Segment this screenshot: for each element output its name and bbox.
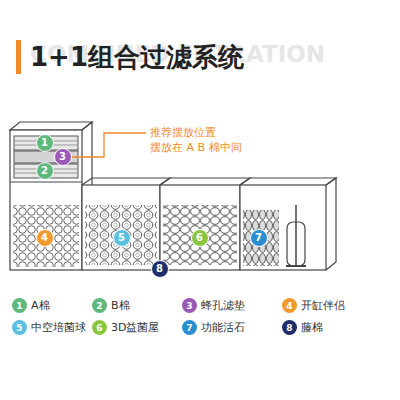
title: 1+1组合过滤系统 <box>30 40 244 75</box>
legend-item: 8 藤棉 <box>282 320 323 335</box>
callout-number: 8 <box>151 260 169 278</box>
legend-text: B棉 <box>111 298 130 313</box>
legend-swatch: 7 <box>182 320 197 335</box>
legend-number: 4 <box>286 301 292 311</box>
callout-number: 4 <box>36 229 54 247</box>
legend-number: 3 <box>186 301 192 311</box>
number-text: 5 <box>118 232 125 243</box>
legend-text: 功能活石 <box>201 320 245 335</box>
legend-text: 3D益菌屋 <box>111 320 159 335</box>
legend-number: 5 <box>16 323 22 333</box>
legend-swatch: 5 <box>12 320 27 335</box>
legend-item: 6 3D益菌屋 <box>92 320 159 335</box>
legend-item: 7 功能活石 <box>182 320 245 335</box>
number-text: 6 <box>196 232 203 243</box>
callout-number: 3 <box>54 148 72 166</box>
callout-number: 6 <box>191 229 209 247</box>
callout-text: 摆放在 A B 棉中间 <box>150 140 242 155</box>
legend-text: 蜂孔滤垫 <box>201 298 245 313</box>
legend-item: 2 B棉 <box>92 298 130 313</box>
legend-swatch: 8 <box>282 320 297 335</box>
legend-swatch: 1 <box>12 298 27 313</box>
number-text: 2 <box>41 165 48 176</box>
legend-number: 2 <box>96 301 102 311</box>
number-text: 7 <box>255 232 262 243</box>
legend-item: 3 蜂孔滤垫 <box>182 298 245 313</box>
number-text: 3 <box>59 151 66 162</box>
legend-item: 1 A棉 <box>12 298 50 313</box>
leader-line <box>72 133 146 157</box>
legend-number: 7 <box>186 323 192 333</box>
legend-item: 4 开缸伴侣 <box>282 298 345 313</box>
legend-text: A棉 <box>31 298 50 313</box>
legend-swatch: 2 <box>92 298 107 313</box>
legend-number: 1 <box>16 301 22 311</box>
number-text: 8 <box>156 263 163 274</box>
callout-number: 5 <box>113 229 131 247</box>
callout-number: 1 <box>36 134 54 152</box>
number-text: 4 <box>41 232 48 243</box>
legend-number: 8 <box>286 323 292 333</box>
callout-text: 推荐摆放位置 <box>150 125 216 140</box>
legend-swatch: 6 <box>92 320 107 335</box>
legend-text: 藤棉 <box>301 320 323 335</box>
legend-item: 5 中空培菌球 <box>12 320 86 335</box>
legend-text: 开缸伴侣 <box>301 298 345 313</box>
legend-number: 6 <box>96 323 102 333</box>
legend-swatch: 4 <box>282 298 297 313</box>
callout-number: 2 <box>36 162 54 180</box>
title-bar <box>16 40 21 74</box>
callout-number: 7 <box>250 229 268 247</box>
legend-text: 中空培菌球 <box>31 320 86 335</box>
number-text: 1 <box>41 137 48 148</box>
legend-swatch: 3 <box>182 298 197 313</box>
